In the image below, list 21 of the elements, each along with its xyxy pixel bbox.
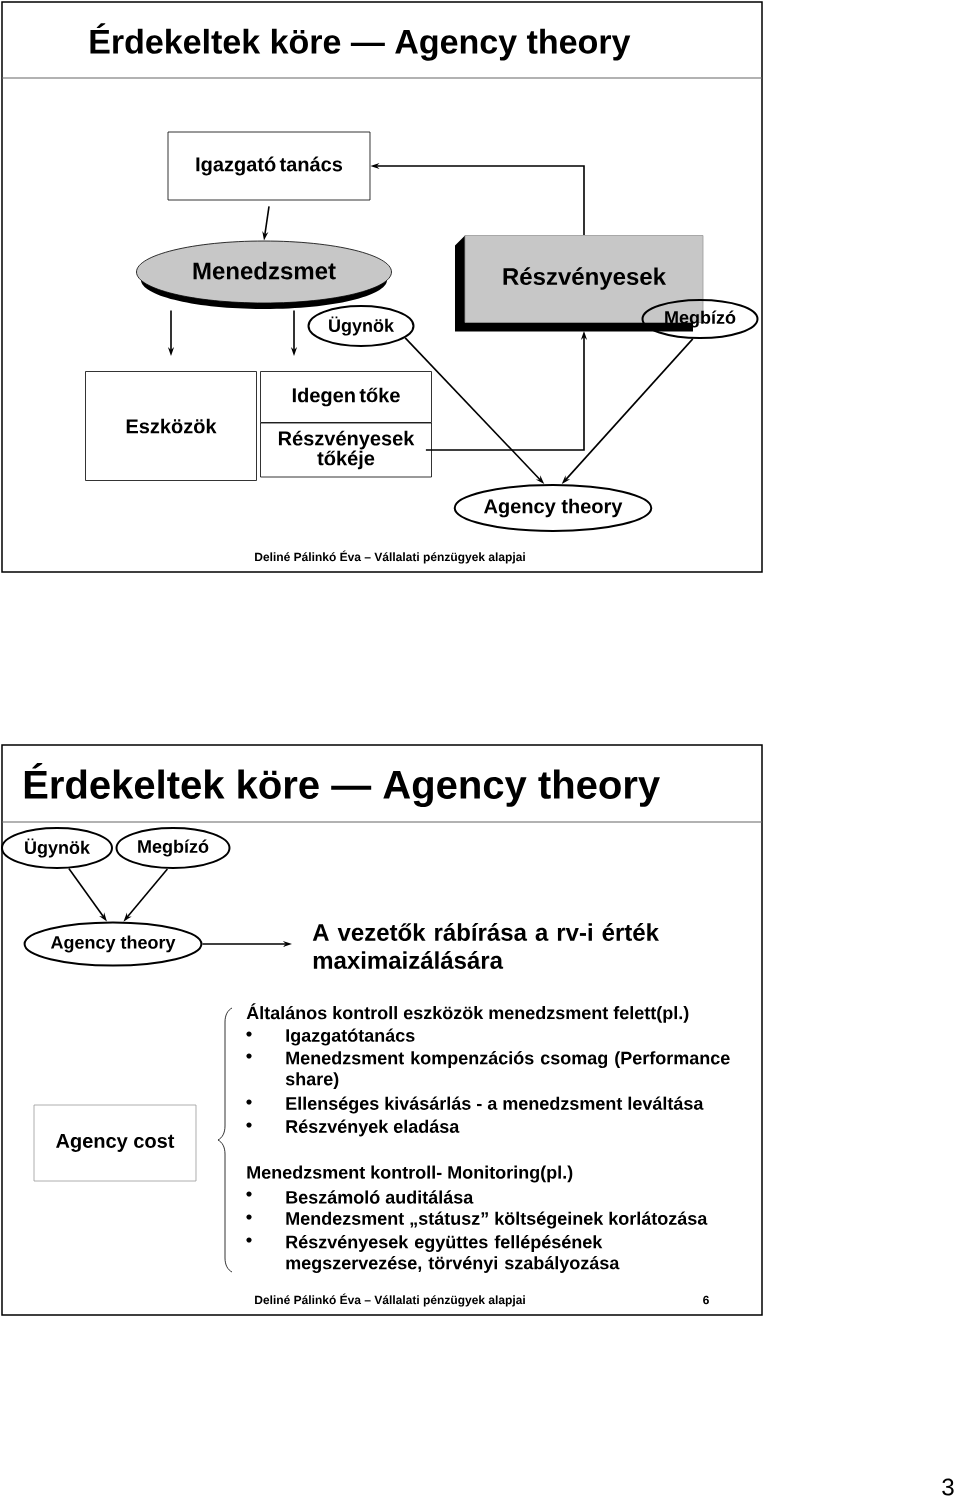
slide-title: Érdekeltek köre — Agency theory [90,23,631,61]
text-box: Eszközök [85,371,257,481]
list-item: Ellenséges kivásárlás - a menedzsment leváltása [286,1096,704,1114]
list-item: Igazgatótanács [286,1028,415,1046]
slide-title: Érdekeltek köre — Agency theory [24,763,660,807]
text-box: Idegen tőke [260,371,432,423]
page-number: 3 [942,1478,954,1496]
list-item: Részvényesek együttes fellépésének megszervezése, törvényi szabályozása [286,1235,620,1273]
footer-text: Deliné Pálinkó Éva – Vállalati pénzügyek alapjai [255,550,525,564]
text-box: Agency cost [33,1104,197,1182]
text-box: Igazgató tanács [167,131,371,201]
page-number: 6 [703,1295,709,1305]
list-heading: Menedzsment kontroll- Monitoring(pl.) [247,1165,573,1183]
text-box: Részvényesek tőkéje [260,422,432,478]
list-item: Beszámoló auditálása [286,1190,474,1204]
statement-text: A vezetők rábírása a rv-i érték maximaizálására [312,923,659,969]
list-item: Mendezsment „státusz” költségeinek korlátozása [286,1211,708,1229]
list-item: Menedzsment kompenzációs csomag (Performance share) [285,1051,730,1089]
list-heading: Általános kontroll eszközök menedzsment felett(pl.) [246,1003,689,1023]
footer-text: Deliné Pálinkó Éva – Vállalati pénzügyek alapjai [255,1293,525,1307]
list-item: Részvények eladása [286,1119,460,1137]
